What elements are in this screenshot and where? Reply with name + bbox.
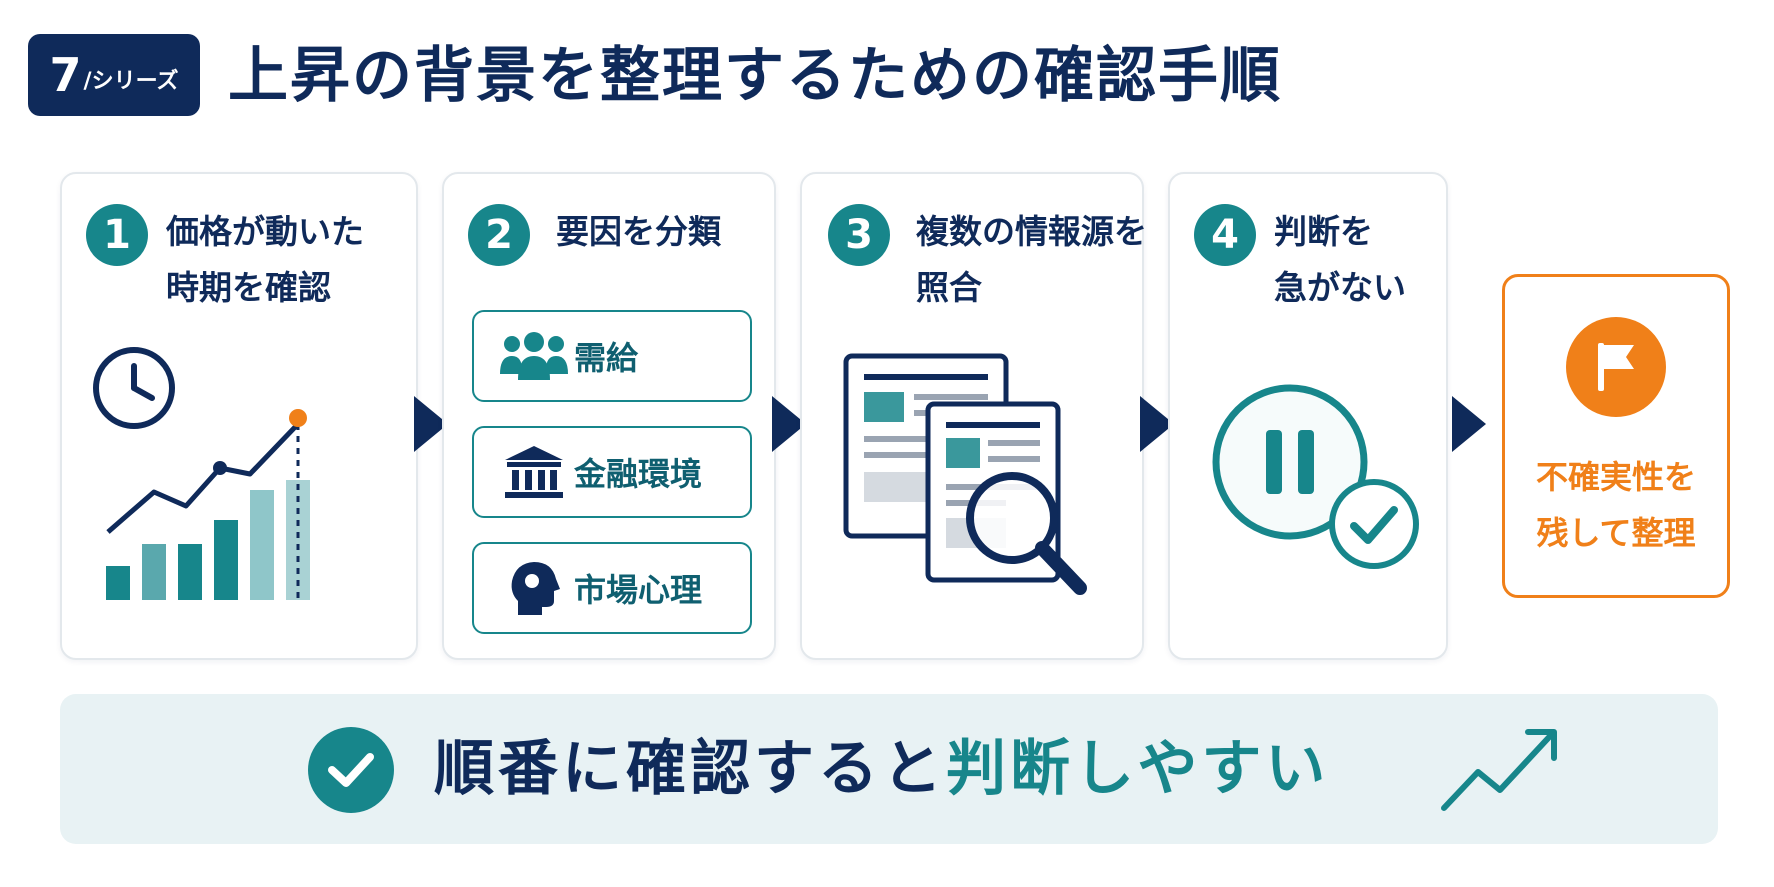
step-card-1: 1 価格が動いた 時期を確認	[60, 172, 418, 660]
price-chart-icon	[106, 409, 310, 600]
step-number-4: 4	[1194, 204, 1256, 266]
step-card-4: 4 判断を 急がない	[1168, 172, 1448, 660]
factor-market-sentiment: 市場心理	[472, 542, 752, 634]
series-badge: 7 /シリーズ	[28, 34, 200, 116]
banner-text-main: 順番に確認すると	[434, 734, 946, 804]
final-outcome-text: 不確実性を 残して整理	[1505, 449, 1727, 561]
banner-text-highlight: 判断しやすい	[946, 734, 1330, 804]
step-title-1-line1: 価格が動いた	[166, 212, 364, 251]
bank-icon	[505, 446, 563, 498]
check-icon	[328, 753, 374, 787]
step-title-2-line1: 要因を分類	[556, 212, 721, 251]
factor-label-3: 市場心理	[574, 571, 703, 609]
step-title-4: 判断を 急がない	[1274, 204, 1406, 316]
step-title-3: 複数の情報源を 照合	[916, 204, 1147, 316]
flag-icon-wrap	[1566, 317, 1666, 417]
step-title-3-line2: 照合	[916, 268, 982, 307]
step-card-3: 3 複数の情報源を 照合	[800, 172, 1147, 660]
factor-financial-environment: 金融環境	[472, 426, 752, 518]
trend-up-icon	[1441, 729, 1557, 811]
series-label: /シリーズ	[83, 69, 179, 94]
banner-check-wrap	[308, 727, 394, 813]
factor-supply-demand: 需給	[472, 310, 752, 402]
factor-label-1: 需給	[574, 339, 639, 377]
final-line1: 不確実性を	[1535, 458, 1696, 496]
step-number-1: 1	[86, 204, 148, 266]
step-card-2: 2 要因を分類 需給	[442, 172, 776, 660]
step-number-2: 2	[468, 204, 530, 266]
step-number-3: 3	[828, 204, 890, 266]
final-line2: 残して整理	[1536, 514, 1696, 552]
pause-check-icon	[1212, 384, 1419, 569]
final-outcome-card: 不確実性を 残して整理	[1502, 274, 1730, 598]
step-title-1: 価格が動いた 時期を確認	[166, 204, 364, 316]
page-title: 上昇の背景を整理するための確認手順	[228, 41, 1282, 111]
step-title-2: 要因を分類	[556, 204, 721, 260]
banner-message: 順番に確認すると判断しやすい	[434, 724, 1329, 814]
step-title-3-line1: 複数の情報源を	[916, 212, 1147, 251]
series-number: 7	[49, 48, 82, 102]
clock-icon	[93, 347, 175, 429]
factor-label-2: 金融環境	[574, 455, 703, 493]
summary-banner: 順番に確認すると判断しやすい	[60, 694, 1718, 844]
flag-icon	[1598, 343, 1634, 391]
flow-arrow-4	[1452, 396, 1486, 452]
step-title-4-line2: 急がない	[1274, 268, 1406, 307]
documents-search-icon	[843, 353, 1087, 595]
people-icon	[500, 332, 568, 380]
step-title-4-line1: 判断を	[1274, 212, 1373, 251]
head-icon	[511, 562, 560, 615]
step-title-1-line2: 時期を確認	[166, 268, 331, 307]
